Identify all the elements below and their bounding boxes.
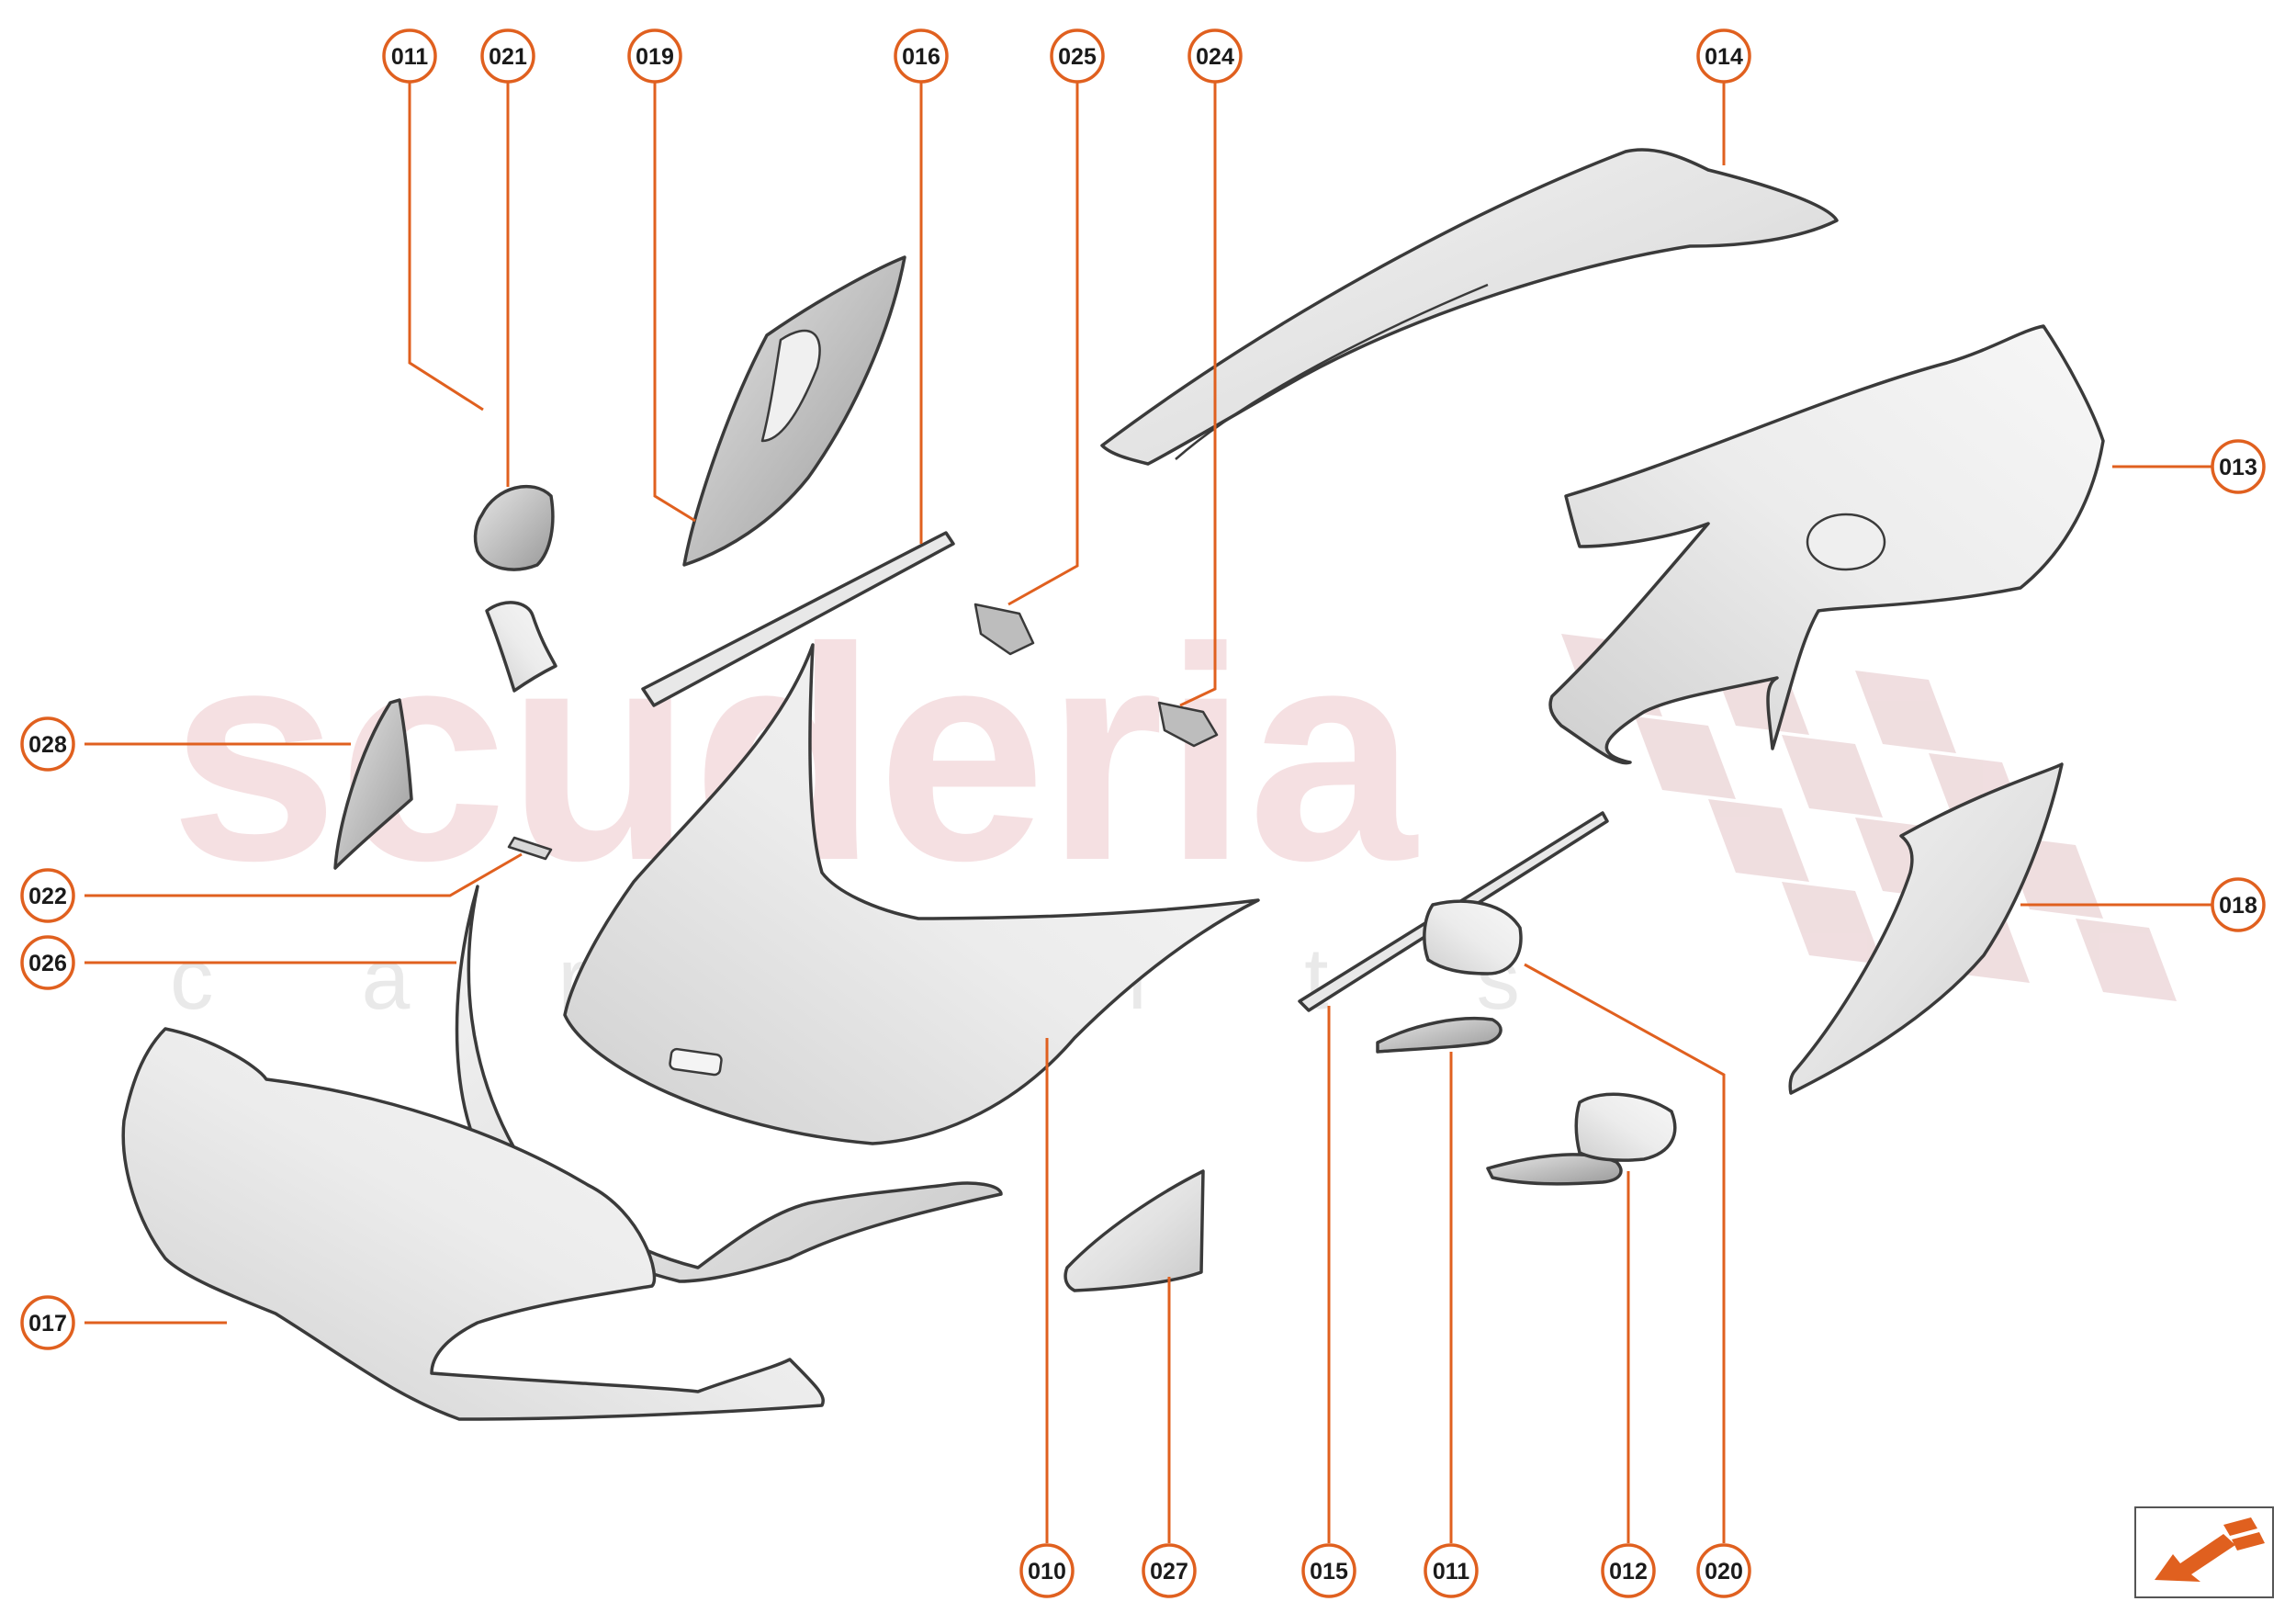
callout-024[interactable]: 024 bbox=[1187, 28, 1243, 84]
svg-text:013: 013 bbox=[2219, 455, 2257, 480]
part-011-mirror-base bbox=[485, 601, 557, 693]
svg-text:014: 014 bbox=[1705, 44, 1743, 70]
exploded-view-nav-button[interactable] bbox=[2134, 1506, 2274, 1598]
svg-text:010: 010 bbox=[1028, 1559, 1066, 1585]
svg-text:017: 017 bbox=[28, 1311, 67, 1336]
part-022-clip bbox=[507, 836, 553, 861]
callouts: 011 021 019 016 025 024 014 013 018 028 … bbox=[20, 28, 2266, 1598]
callout-011-top[interactable]: 011 bbox=[382, 28, 437, 84]
callout-028[interactable]: 028 bbox=[20, 716, 75, 772]
part-019-inner-door-panel bbox=[682, 255, 906, 567]
svg-text:026: 026 bbox=[28, 951, 67, 976]
part-025-bracket bbox=[974, 603, 1035, 656]
callout-020[interactable]: 020 bbox=[1696, 1543, 1751, 1598]
svg-text:022: 022 bbox=[28, 884, 67, 909]
callout-022[interactable]: 022 bbox=[20, 868, 75, 923]
svg-text:028: 028 bbox=[28, 732, 67, 758]
callout-017[interactable]: 017 bbox=[20, 1295, 75, 1350]
part-011-mirror-arm bbox=[1376, 1016, 1503, 1054]
callout-010[interactable]: 010 bbox=[1019, 1543, 1075, 1598]
callout-027[interactable]: 027 bbox=[1142, 1543, 1197, 1598]
callout-018[interactable]: 018 bbox=[2211, 877, 2266, 932]
svg-text:015: 015 bbox=[1310, 1559, 1348, 1585]
callout-013[interactable]: 013 bbox=[2211, 439, 2266, 494]
svg-text:011: 011 bbox=[391, 44, 428, 70]
part-018-rear-quarter-panel bbox=[1788, 762, 2064, 1095]
part-021-mirror-cap bbox=[473, 484, 555, 571]
part-027-glass-panel bbox=[1064, 1169, 1205, 1292]
part-012-mirror-assembly bbox=[1486, 1092, 1677, 1186]
callout-014[interactable]: 014 bbox=[1696, 28, 1751, 84]
part-028-corner-trim bbox=[333, 698, 413, 870]
callout-016[interactable]: 016 bbox=[894, 28, 949, 84]
svg-text:025: 025 bbox=[1058, 44, 1097, 70]
svg-text:018: 018 bbox=[2219, 893, 2257, 919]
leader-lines bbox=[84, 79, 2212, 1543]
callout-011-bottom[interactable]: 011 bbox=[1424, 1543, 1479, 1598]
svg-text:021: 021 bbox=[489, 44, 527, 70]
callout-015[interactable]: 015 bbox=[1301, 1543, 1356, 1598]
part-020-wing-mirror bbox=[1423, 899, 1523, 976]
svg-text:027: 027 bbox=[1150, 1559, 1188, 1585]
svg-text:016: 016 bbox=[902, 44, 940, 70]
part-014-roof-rail bbox=[1100, 148, 1839, 466]
exploded-view-arrow-icon bbox=[2155, 1517, 2265, 1582]
part-024-bracket bbox=[1157, 701, 1219, 748]
svg-text:024: 024 bbox=[1196, 44, 1234, 70]
svg-text:020: 020 bbox=[1705, 1559, 1743, 1585]
callout-012[interactable]: 012 bbox=[1601, 1543, 1656, 1598]
callout-019[interactable]: 019 bbox=[627, 28, 682, 84]
callout-026[interactable]: 026 bbox=[20, 935, 75, 990]
part-017-front-splitter bbox=[121, 1027, 825, 1421]
callout-025[interactable]: 025 bbox=[1050, 28, 1105, 84]
svg-text:019: 019 bbox=[636, 44, 674, 70]
callout-021[interactable]: 021 bbox=[480, 28, 535, 84]
svg-text:012: 012 bbox=[1609, 1559, 1648, 1585]
svg-text:011: 011 bbox=[1433, 1559, 1469, 1585]
part-013-rear-fender bbox=[1548, 324, 2105, 765]
part-016-sill-strip bbox=[641, 531, 955, 707]
part-010-bonnet bbox=[563, 643, 1260, 1145]
